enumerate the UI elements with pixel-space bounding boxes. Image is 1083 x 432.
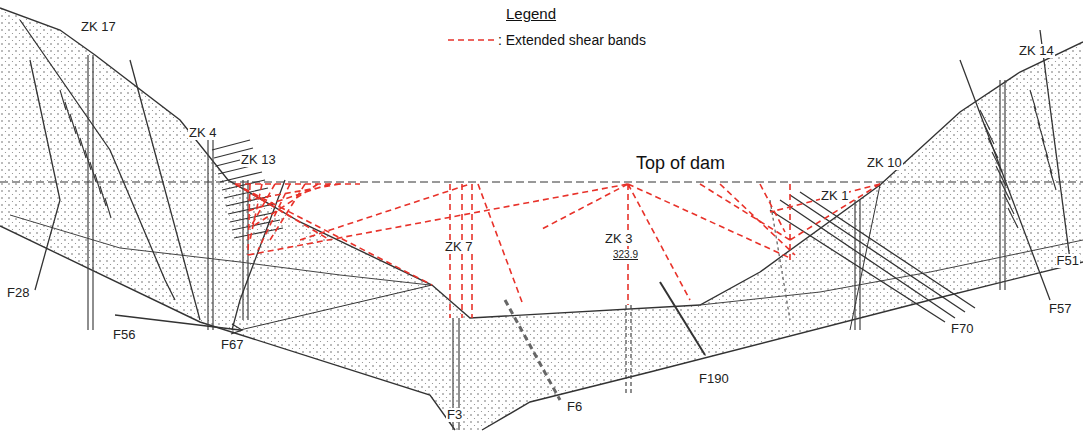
callout-label: F190 — [698, 372, 730, 386]
faults — [20, 20, 1070, 400]
legend-heading: Legend — [505, 6, 557, 23]
fault-arrow — [231, 324, 242, 334]
callout-label: ZK 4 — [188, 126, 217, 140]
shear-bands — [235, 184, 880, 318]
callout-label: ZK 13 — [240, 153, 277, 167]
legend-row: : Extended shear bands — [446, 32, 646, 48]
callout-label: ZK 1 — [820, 189, 849, 203]
callout-label: F57 — [1048, 302, 1072, 316]
callout-label: ZK 14 — [1018, 44, 1055, 58]
callout-label: 323.9 — [612, 249, 639, 260]
legend-sample — [446, 34, 498, 46]
callout-label: F70 — [950, 322, 974, 336]
callout-label: F28 — [6, 286, 30, 300]
level-label: Top of dam — [635, 154, 726, 174]
rock-mass — [0, 8, 1083, 430]
callout-label: ZK 17 — [80, 20, 117, 34]
callout-label: ZK 10 — [866, 156, 903, 170]
callout-label: ZK 7 — [444, 240, 473, 254]
callout-label: F3 — [446, 408, 463, 422]
callout-label: ZK 3 — [604, 232, 633, 246]
callout-label: F56 — [112, 328, 136, 342]
bedrock-boundary — [0, 226, 1083, 430]
boreholes — [88, 55, 1005, 430]
legend-text: : Extended shear bands — [498, 32, 646, 48]
joint-hatching — [60, 90, 1056, 238]
callout-label: F67 — [220, 338, 244, 352]
callout-label: F51 — [1056, 254, 1080, 268]
callout-label: F6 — [566, 400, 583, 414]
